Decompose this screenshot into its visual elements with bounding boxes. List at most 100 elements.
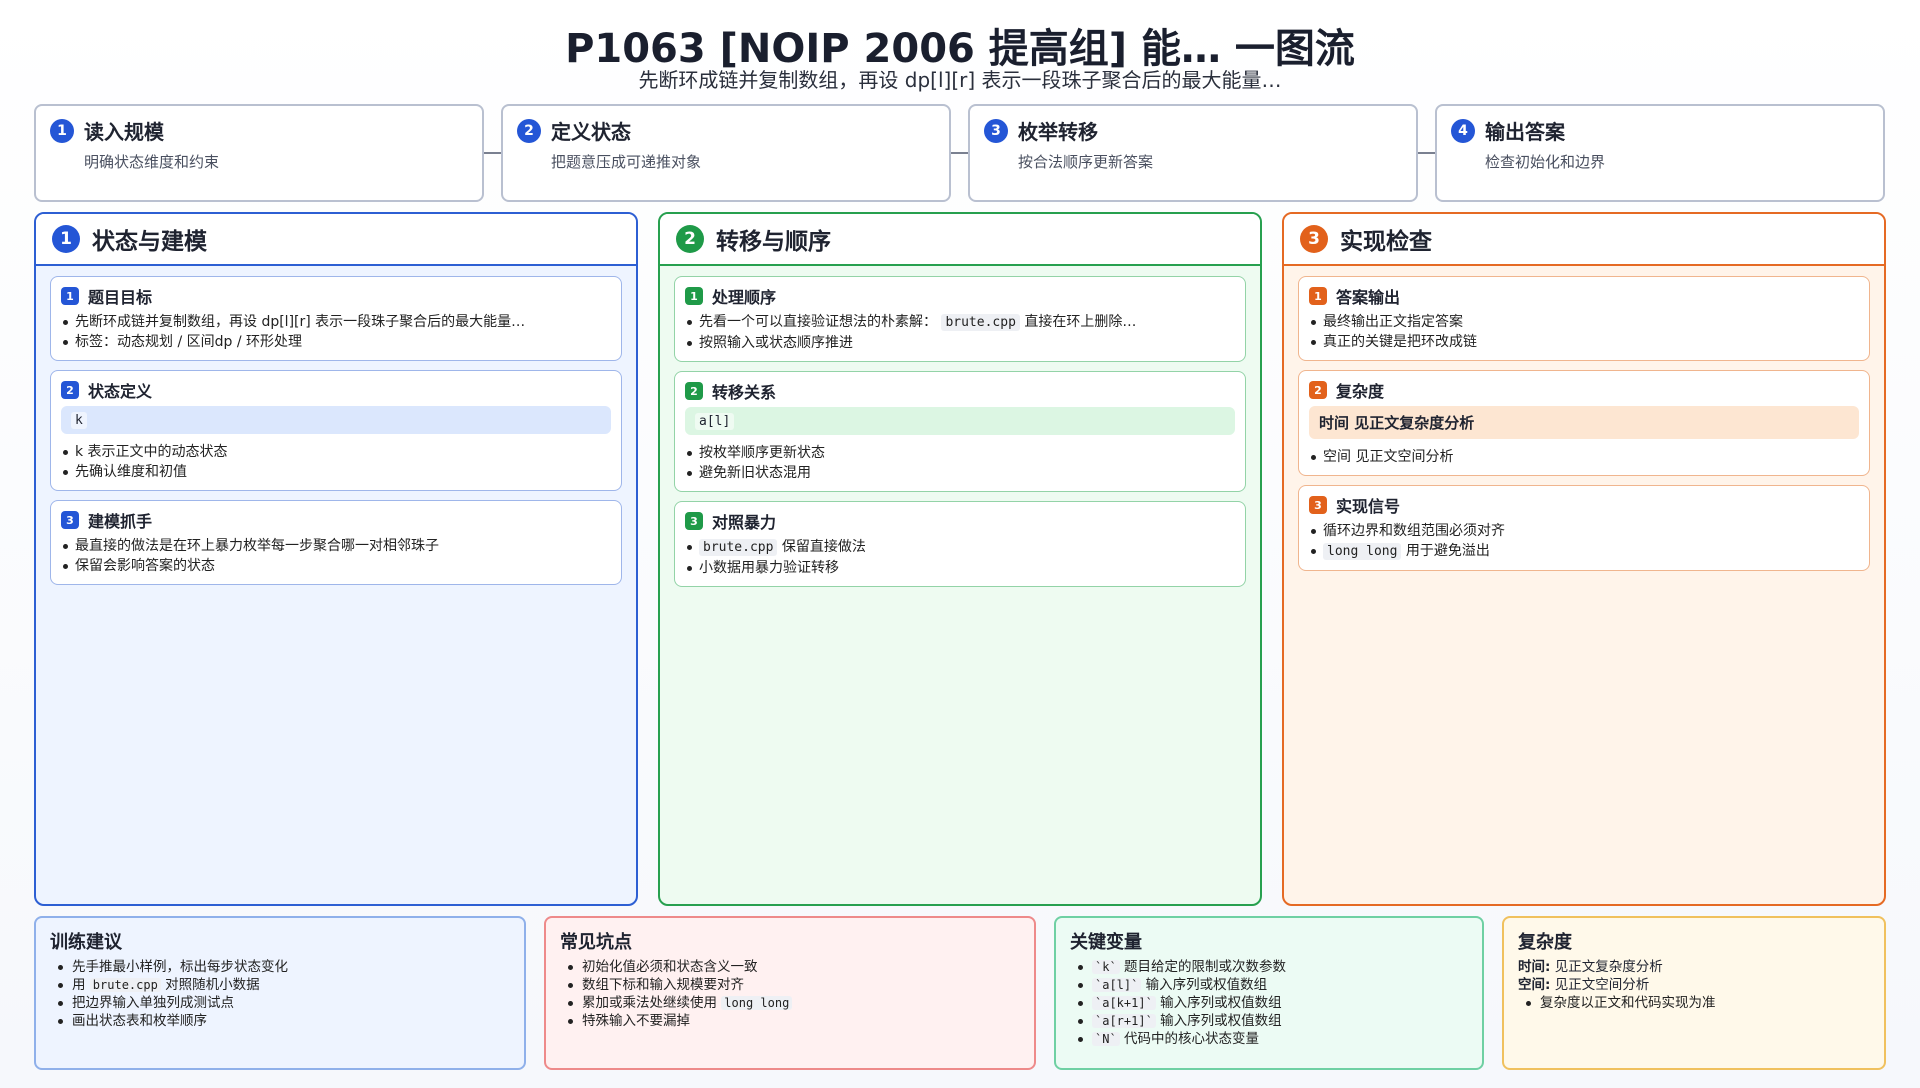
panel-title: 复杂度 — [1518, 932, 1572, 953]
bullet: 初始化值必须和状态含义一致 — [568, 958, 1020, 976]
step-4-number: 4 — [1451, 118, 1475, 143]
variable-desc: 输入序列或权值数组 — [1145, 977, 1268, 993]
bullet: 用 brute.cpp 对照随机小数据 — [58, 976, 510, 994]
bullet-text: 对照随机小数据 — [165, 977, 260, 993]
bullet-text: 直接在环上删除… — [1024, 314, 1137, 330]
card-goal: 1 题目目标 先断环成链并复制数组，再设 dp[l][r] 表示一段珠子聚合后的… — [50, 276, 622, 361]
code-chip: `a[l]` — [1092, 978, 1142, 992]
bullet: long long 用于避免溢出 — [1311, 541, 1859, 562]
variable-item: `a[l]` 输入序列或权值数组 — [1078, 976, 1468, 994]
column-number: 1 — [52, 225, 80, 253]
card-number: 2 — [61, 381, 79, 399]
bullet: 按照输入或状态顺序推进 — [687, 333, 1235, 353]
card-number: 1 — [1309, 287, 1327, 305]
variable-item: `a[r+1]` 输入序列或权值数组 — [1078, 1012, 1468, 1030]
card-title: 转移关系 — [712, 383, 777, 402]
bullet: 特殊输入不要漏掉 — [568, 1012, 1020, 1030]
bullet-text: 保留直接做法 — [781, 539, 866, 555]
bullet: 先确认维度和初值 — [63, 462, 611, 482]
step-2-title: 定义状态 — [551, 120, 631, 144]
bullet: 先看一个可以直接验证想法的朴素解： brute.cpp 直接在环上删除… — [687, 312, 1235, 333]
page-subtitle: 先断环成链并复制数组，再设 dp[l][r] 表示一段珠子聚合后的最大能量… — [638, 68, 1282, 92]
card-brute-force: 3 对照暴力 brute.cpp 保留直接做法 小数据用暴力验证转移 — [674, 501, 1246, 587]
card-number: 1 — [685, 287, 703, 305]
step-3: 3 枚举转移 按合法顺序更新答案 — [968, 104, 1418, 202]
bullet: 先手推最小样例，标出每步状态变化 — [58, 958, 510, 976]
variable-desc: 输入序列或权值数组 — [1160, 995, 1282, 1011]
panel-pitfalls: 常见坑点 初始化值必须和状态含义一致 数组下标和输入规模要对齐 累加或乘法处继续… — [544, 916, 1036, 1070]
code-chip: brute.cpp — [941, 314, 1020, 331]
card-title: 答案输出 — [1336, 288, 1401, 307]
card-number: 3 — [1309, 496, 1327, 514]
code-chip: `a[k+1]` — [1092, 996, 1156, 1010]
column-number: 3 — [1300, 225, 1328, 253]
variable-item: `a[k+1]` 输入序列或权值数组 — [1078, 994, 1468, 1012]
bullet: 按枚举顺序更新状态 — [687, 443, 1235, 463]
column-title: 状态与建模 — [92, 229, 207, 255]
step-1-desc: 明确状态维度和约束 — [84, 153, 220, 171]
panel-training: 训练建议 先手推最小样例，标出每步状态变化 用 brute.cpp 对照随机小数… — [34, 916, 526, 1070]
column-header: 2 转移与顺序 — [660, 214, 1260, 266]
variable-item: `k` 题目给定的限制或次数参数 — [1078, 958, 1468, 976]
bullet: 数组下标和输入规模要对齐 — [568, 976, 1020, 994]
step-3-number: 3 — [984, 118, 1008, 143]
bullet: 先断环成链并复制数组，再设 dp[l][r] 表示一段珠子聚合后的最大能量… — [63, 312, 611, 332]
panel-title: 常见坑点 — [560, 932, 632, 953]
panel-title: 关键变量 — [1070, 932, 1142, 953]
card-answer-output: 1 答案输出 最终输出正文指定答案 真正的关键是把环改成链 — [1298, 276, 1870, 361]
panel-title: 训练建议 — [50, 932, 122, 953]
bullet: 最终输出正文指定答案 — [1311, 312, 1859, 332]
formula-box: a[l] — [685, 407, 1235, 435]
card-number: 3 — [61, 511, 79, 529]
step-1-title: 读入规模 — [84, 120, 164, 144]
step-4-title: 输出答案 — [1485, 120, 1565, 144]
card-title: 状态定义 — [88, 382, 153, 401]
card-number: 1 — [61, 287, 79, 305]
step-2-desc: 把题意压成可递推对象 — [551, 153, 702, 171]
step-3-desc: 按合法顺序更新答案 — [1018, 153, 1154, 171]
bullet: 真正的关键是把环改成链 — [1311, 332, 1859, 352]
column-title: 实现检查 — [1340, 229, 1432, 255]
bullet: 把边界输入单独列成测试点 — [58, 994, 510, 1012]
card-title: 建模抓手 — [88, 512, 153, 531]
code-chip: `a[r+1]` — [1092, 1014, 1156, 1028]
card-title: 实现信号 — [1336, 497, 1401, 516]
kv-value: 见正文复杂度分析 — [1554, 959, 1663, 975]
formula-box: k — [61, 406, 611, 434]
panel-complexity: 复杂度 时间: 见正文复杂度分析 空间: 见正文空间分析 复杂度以正文和代码实现… — [1502, 916, 1886, 1070]
card-title: 复杂度 — [1336, 382, 1385, 401]
step-2: 2 定义状态 把题意压成可递推对象 — [501, 104, 951, 202]
bullet: k 表示正文中的动态状态 — [63, 442, 611, 462]
variable-desc: 输入序列或权值数组 — [1160, 1013, 1282, 1029]
card-complexity: 2 复杂度 时间 见正文复杂度分析 空间 见正文空间分析 — [1298, 370, 1870, 476]
step-1-number: 1 — [50, 118, 74, 143]
step-2-number: 2 — [517, 118, 541, 143]
bullet: brute.cpp 保留直接做法 — [687, 537, 1235, 558]
card-order: 1 处理顺序 先看一个可以直接验证想法的朴素解： brute.cpp 直接在环上… — [674, 276, 1246, 362]
kv-label: 时间: — [1518, 959, 1551, 975]
step-3-title: 枚举转移 — [1018, 120, 1098, 144]
card-title: 对照暴力 — [712, 513, 777, 532]
code-chip: brute.cpp — [89, 978, 161, 992]
card-modeling-handle: 3 建模抓手 最直接的做法是在环上暴力枚举每一步聚合哪一对相邻珠子 保留会影响答… — [50, 500, 622, 585]
column-header: 1 状态与建模 — [36, 214, 636, 266]
bullet: 空间 见正文空间分析 — [1311, 447, 1859, 467]
step-4-desc: 检查初始化和边界 — [1485, 153, 1606, 171]
code-chip: long long — [1323, 543, 1402, 560]
column-modeling: 1 状态与建模 1 题目目标 先断环成链并复制数组，再设 dp[l][r] 表示… — [34, 212, 638, 906]
bullet-text: 用于避免溢出 — [1405, 543, 1490, 559]
step-flow: 1 读入规模 明确状态维度和约束 2 定义状态 把题意压成可递推对象 3 枚举转… — [34, 104, 1886, 202]
bullet: 保留会影响答案的状态 — [63, 556, 611, 576]
bullet: 最直接的做法是在环上暴力枚举每一步聚合哪一对相邻珠子 — [63, 536, 611, 556]
code-chip: brute.cpp — [699, 539, 778, 556]
step-connector — [951, 152, 970, 154]
card-transition: 2 转移关系 a[l] 按枚举顺序更新状态 避免新旧状态混用 — [674, 371, 1246, 492]
column-title: 转移与顺序 — [716, 229, 831, 255]
card-number: 2 — [685, 382, 703, 400]
card-state-definition: 2 状态定义 k k 表示正文中的动态状态 先确认维度和初值 — [50, 370, 622, 491]
bullet: 复杂度以正文和代码实现为准 — [1526, 994, 1870, 1012]
bullet-text: 用 — [72, 977, 86, 993]
card-title: 处理顺序 — [712, 288, 777, 307]
bullet-text: 先看一个可以直接验证想法的朴素解： — [699, 314, 937, 330]
bullet: 循环边界和数组范围必须对齐 — [1311, 521, 1859, 541]
